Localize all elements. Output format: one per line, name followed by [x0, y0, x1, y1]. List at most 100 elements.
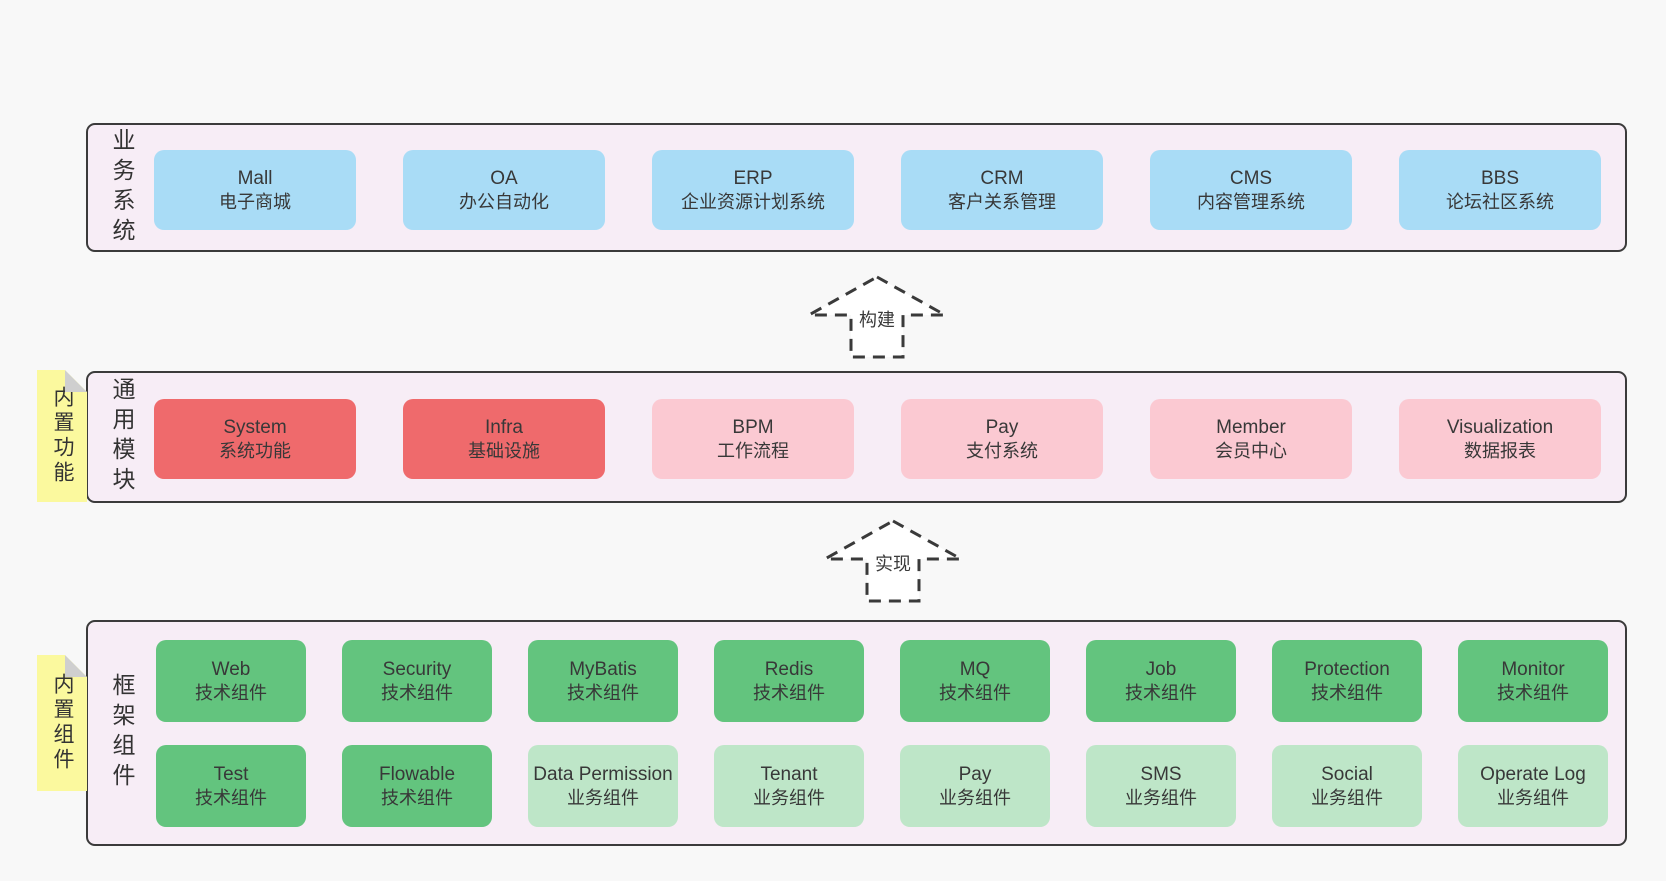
- box-protection-name: Protection: [1304, 658, 1390, 680]
- box-job-name: Job: [1145, 658, 1177, 680]
- box-monitor: Monitor 技术组件: [1458, 640, 1608, 722]
- box-infra-desc: 基础设施: [468, 440, 540, 461]
- box-protection: Protection 技术组件: [1272, 640, 1422, 722]
- box-tenant-desc: 业务组件: [753, 787, 825, 808]
- box-member-desc: 会员中心: [1215, 440, 1287, 461]
- box-crm: CRM 客户关系管理: [901, 150, 1103, 230]
- box-infra: Infra 基础设施: [403, 399, 605, 479]
- band-framework-components-label: 框架组件: [109, 673, 135, 793]
- box-cms-name: CMS: [1229, 167, 1273, 189]
- box-pay-component-desc: 业务组件: [939, 787, 1011, 808]
- box-web: Web 技术组件: [156, 640, 306, 722]
- framework-components-row-1: Web 技术组件 Security 技术组件 MyBatis 技术组件 Redi…: [156, 640, 1608, 722]
- box-flowable: Flowable 技术组件: [342, 745, 492, 827]
- framework-components-row-2: Test 技术组件 Flowable 技术组件 Data Permission …: [156, 745, 1608, 827]
- box-mall: Mall 电子商城: [154, 150, 356, 230]
- box-mybatis-name: MyBatis: [569, 658, 637, 680]
- box-cms: CMS 内容管理系统: [1150, 150, 1352, 230]
- box-flowable-name: Flowable: [378, 763, 456, 785]
- box-mq-desc: 技术组件: [939, 682, 1011, 703]
- box-crm-name: CRM: [980, 167, 1024, 189]
- box-redis: Redis 技术组件: [714, 640, 864, 722]
- band-business-systems-label: 业务系统: [109, 127, 135, 248]
- box-job: Job 技术组件: [1086, 640, 1236, 722]
- box-pay-component-name: Pay: [958, 763, 992, 785]
- box-security-name: Security: [382, 658, 452, 680]
- box-operate-log-desc: 业务组件: [1497, 787, 1569, 808]
- box-test-desc: 技术组件: [195, 787, 267, 808]
- sticky-note-built-in-components: 内置组件: [37, 655, 87, 791]
- box-sms-name: SMS: [1140, 763, 1182, 785]
- box-redis-desc: 技术组件: [753, 682, 825, 703]
- box-bpm-name: BPM: [732, 416, 774, 438]
- box-security-desc: 技术组件: [381, 682, 453, 703]
- box-social-desc: 业务组件: [1311, 787, 1383, 808]
- box-pay-module: Pay 支付系统: [901, 399, 1103, 479]
- box-pay-module-desc: 支付系统: [966, 440, 1038, 461]
- box-social-name: Social: [1321, 763, 1373, 785]
- box-visualization: Visualization 数据报表: [1399, 399, 1601, 479]
- box-bpm: BPM 工作流程: [652, 399, 854, 479]
- box-protection-desc: 技术组件: [1311, 682, 1383, 703]
- box-mall-name: Mall: [237, 167, 273, 189]
- note-fold-corner-icon: [65, 370, 87, 392]
- box-data-permission: Data Permission 业务组件: [528, 745, 678, 827]
- box-operate-log: Operate Log 业务组件: [1458, 745, 1608, 827]
- business-systems-row: Mall 电子商城 OA 办公自动化 ERP 企业资源计划系统 CRM 客户关系…: [154, 150, 1601, 230]
- box-sms-desc: 业务组件: [1125, 787, 1197, 808]
- box-data-permission-name: Data Permission: [533, 763, 673, 785]
- box-system: System 系统功能: [154, 399, 356, 479]
- box-test: Test 技术组件: [156, 745, 306, 827]
- band-framework-components: 框架组件 Web 技术组件 Security 技术组件 MyBatis 技术组件…: [86, 620, 1627, 846]
- box-operate-log-name: Operate Log: [1480, 763, 1586, 785]
- box-social: Social 业务组件: [1272, 745, 1422, 827]
- box-crm-desc: 客户关系管理: [948, 191, 1056, 212]
- box-member-name: Member: [1216, 416, 1286, 438]
- box-oa: OA 办公自动化: [403, 150, 605, 230]
- box-redis-name: Redis: [764, 658, 814, 680]
- up-arrow-implement: 实现: [822, 518, 964, 604]
- box-security: Security 技术组件: [342, 640, 492, 722]
- box-pay-component: Pay 业务组件: [900, 745, 1050, 827]
- sticky-note-built-in-components-text: 内置组件: [51, 673, 74, 773]
- box-data-permission-desc: 业务组件: [567, 787, 639, 808]
- box-mq-name: MQ: [959, 658, 991, 680]
- box-mall-desc: 电子商城: [219, 191, 291, 212]
- box-member: Member 会员中心: [1150, 399, 1352, 479]
- up-arrow-build: 构建: [806, 274, 948, 360]
- band-business-systems: 业务系统 Mall 电子商城 OA 办公自动化 ERP 企业资源计划系统 CRM…: [86, 123, 1627, 252]
- box-tenant: Tenant 业务组件: [714, 745, 864, 827]
- box-bbs: BBS 论坛社区系统: [1399, 150, 1601, 230]
- box-web-name: Web: [211, 658, 251, 680]
- sticky-note-built-in-features: 内置功能: [37, 370, 87, 502]
- arrow-build-label: 构建: [856, 306, 898, 332]
- common-modules-row: System 系统功能 Infra 基础设施 BPM 工作流程 Pay 支付系统…: [154, 399, 1601, 479]
- box-visualization-name: Visualization: [1446, 416, 1554, 438]
- box-pay-module-name: Pay: [985, 416, 1019, 438]
- box-oa-desc: 办公自动化: [459, 191, 549, 212]
- band-common-modules-label: 通用模块: [109, 377, 135, 497]
- box-erp-name: ERP: [733, 167, 773, 189]
- box-test-name: Test: [213, 763, 249, 785]
- box-mq: MQ 技术组件: [900, 640, 1050, 722]
- box-monitor-name: Monitor: [1501, 658, 1565, 680]
- box-mybatis: MyBatis 技术组件: [528, 640, 678, 722]
- box-tenant-name: Tenant: [760, 763, 818, 785]
- box-monitor-desc: 技术组件: [1497, 682, 1569, 703]
- box-system-name: System: [223, 416, 287, 438]
- box-visualization-desc: 数据报表: [1464, 440, 1536, 461]
- box-flowable-desc: 技术组件: [381, 787, 453, 808]
- box-bbs-desc: 论坛社区系统: [1446, 191, 1554, 212]
- box-infra-name: Infra: [484, 416, 524, 438]
- band-common-modules: 通用模块 System 系统功能 Infra 基础设施 BPM 工作流程 Pay…: [86, 371, 1627, 503]
- box-mybatis-desc: 技术组件: [567, 682, 639, 703]
- box-cms-desc: 内容管理系统: [1197, 191, 1305, 212]
- box-system-desc: 系统功能: [219, 440, 291, 461]
- note-fold-corner-icon: [65, 655, 87, 677]
- box-job-desc: 技术组件: [1125, 682, 1197, 703]
- box-sms: SMS 业务组件: [1086, 745, 1236, 827]
- box-oa-name: OA: [490, 167, 518, 189]
- box-erp-desc: 企业资源计划系统: [681, 191, 825, 212]
- box-web-desc: 技术组件: [195, 682, 267, 703]
